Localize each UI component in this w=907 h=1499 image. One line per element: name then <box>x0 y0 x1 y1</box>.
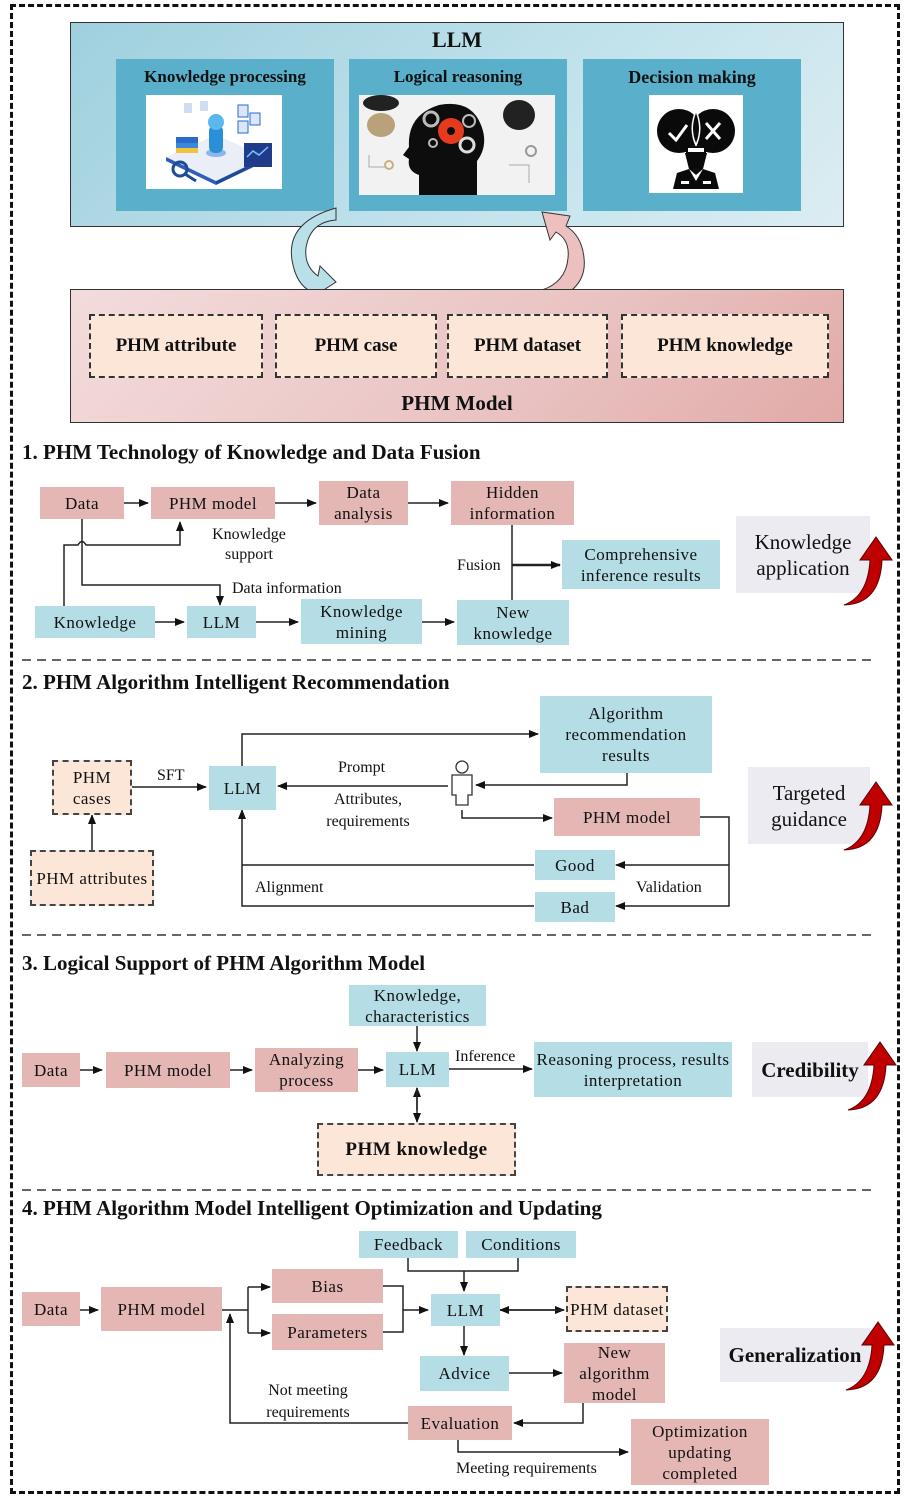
knowledge-processing-illustration <box>146 95 282 189</box>
s3-inference-label: Inference <box>455 1048 516 1065</box>
phm-attribute-item: PHM attribute <box>89 314 263 378</box>
s1-benefit-knowledge-application: Knowledge application <box>736 516 870 593</box>
head-gears-illustration <box>359 95 555 195</box>
s2-phm-model-node: PHM model <box>554 798 700 836</box>
decision-person-icon <box>649 95 743 193</box>
s2-benefit-targeted-guidance: Targeted guidance <box>748 767 870 844</box>
s4-evaluation-node: Evaluation <box>408 1406 512 1440</box>
s3-analyzing-process-node: Analyzing process <box>255 1048 358 1092</box>
capability-label: Logical reasoning <box>393 67 523 86</box>
s2-phm-cases-node: PHM cases <box>52 760 132 815</box>
up-arrow-icon <box>843 781 893 851</box>
phm-model-title: PHM Model <box>401 391 513 415</box>
s4-phm-model-node: PHM model <box>101 1287 222 1331</box>
s1-knowledge-mining-node: Knowledge mining <box>301 599 422 644</box>
s2-llm-node: LLM <box>209 766 276 810</box>
capability-logical-reasoning: Logical reasoning <box>349 59 567 211</box>
section1-title: 1. PHM Technology of Knowledge and Data … <box>22 440 481 464</box>
s3-reasoning-node: Reasoning process, results interpretatio… <box>534 1042 732 1097</box>
llm-panel-title: LLM <box>431 27 483 52</box>
up-cycle-arrow <box>541 211 585 305</box>
s4-conditions-node: Conditions <box>466 1231 576 1258</box>
phm-case-item: PHM case <box>275 314 437 378</box>
capability-label: Decision making <box>628 67 756 87</box>
s2-prompt-label: Prompt <box>338 759 386 776</box>
up-arrow-icon <box>847 1041 897 1111</box>
s2-sft-label: SFT <box>157 767 185 784</box>
s1-knowledge-node: Knowledge <box>35 606 155 638</box>
s1-llm-node: LLM <box>187 606 256 638</box>
s4-benefit-generalization: Generalization <box>720 1328 870 1382</box>
up-arrow-icon <box>843 536 893 606</box>
s2-attributes-requirements-label: Attributes, requirements <box>326 791 410 830</box>
s1-knowledge-support-label: Knowledge support <box>212 526 286 563</box>
s1-phm-model-node: PHM model <box>151 487 275 519</box>
s1-new-knowledge-node: New knowledge <box>457 600 569 645</box>
s1-fusion-label: Fusion <box>457 557 501 574</box>
s1-data-node: Data <box>40 487 124 519</box>
s4-feedback-node: Feedback <box>359 1231 458 1258</box>
capability-label: Knowledge processing <box>144 67 306 86</box>
phm-model-panel: PHM attribute PHM case PHM dataset PHM k… <box>70 289 844 423</box>
section2-title: 2. PHM Algorithm Intelligent Recommendat… <box>22 670 450 694</box>
s3-knowledge-characteristics-node: Knowledge, characteristics <box>349 985 486 1026</box>
up-arrow-icon <box>845 1321 895 1391</box>
s2-bad-node: Bad <box>535 892 615 922</box>
s4-phm-dataset-node: PHM dataset <box>566 1286 668 1332</box>
s3-llm-node: LLM <box>386 1052 449 1087</box>
s2-phm-attributes-node: PHM attributes <box>30 850 154 906</box>
s2-alignment-label: Alignment <box>255 879 324 896</box>
phm-dataset-item: PHM dataset <box>447 314 608 378</box>
s4-advice-node: Advice <box>420 1356 509 1391</box>
section3-title: 3. Logical Support of PHM Algorithm Mode… <box>22 951 426 975</box>
llm-panel: LLM Knowledge processing <box>70 22 844 227</box>
s3-phm-model-node: PHM model <box>106 1052 230 1088</box>
s4-not-meeting-label: Not meeting requirements <box>266 1382 350 1421</box>
s1-data-analysis-node: Data analysis <box>319 481 408 525</box>
user-person-icon <box>451 760 473 806</box>
s4-parameters-node: Parameters <box>272 1314 383 1350</box>
s1-comprehensive-results-node: Comprehensive inference results <box>562 540 720 589</box>
s2-good-node: Good <box>535 850 615 880</box>
s4-optimization-node: Optimization updating completed <box>631 1419 769 1485</box>
s1-data-information-label: Data information <box>232 580 342 597</box>
s3-data-node: Data <box>22 1053 80 1087</box>
s3-benefit-credibility: Credibility <box>752 1042 868 1097</box>
s3-phm-knowledge-node: PHM knowledge <box>317 1123 516 1176</box>
s2-validation-label: Validation <box>636 879 702 896</box>
s4-new-algorithm-node: New algorithm model <box>564 1343 665 1404</box>
section4-title: 4. PHM Algorithm Model Intelligent Optim… <box>22 1196 602 1220</box>
outer-dashed-frame <box>10 4 900 1494</box>
s4-meeting-label: Meeting requirements <box>456 1460 597 1477</box>
s4-bias-node: Bias <box>272 1269 383 1303</box>
s1-hidden-information-node: Hidden information <box>451 481 574 525</box>
s4-data-node: Data <box>22 1292 80 1326</box>
capability-knowledge-processing: Knowledge processing <box>116 59 334 211</box>
capability-decision-making: Decision making <box>583 59 801 211</box>
phm-knowledge-item: PHM knowledge <box>621 314 829 378</box>
s2-algorithm-results-node: Algorithm recommendation results <box>540 696 712 773</box>
s4-llm-node: LLM <box>431 1294 500 1326</box>
